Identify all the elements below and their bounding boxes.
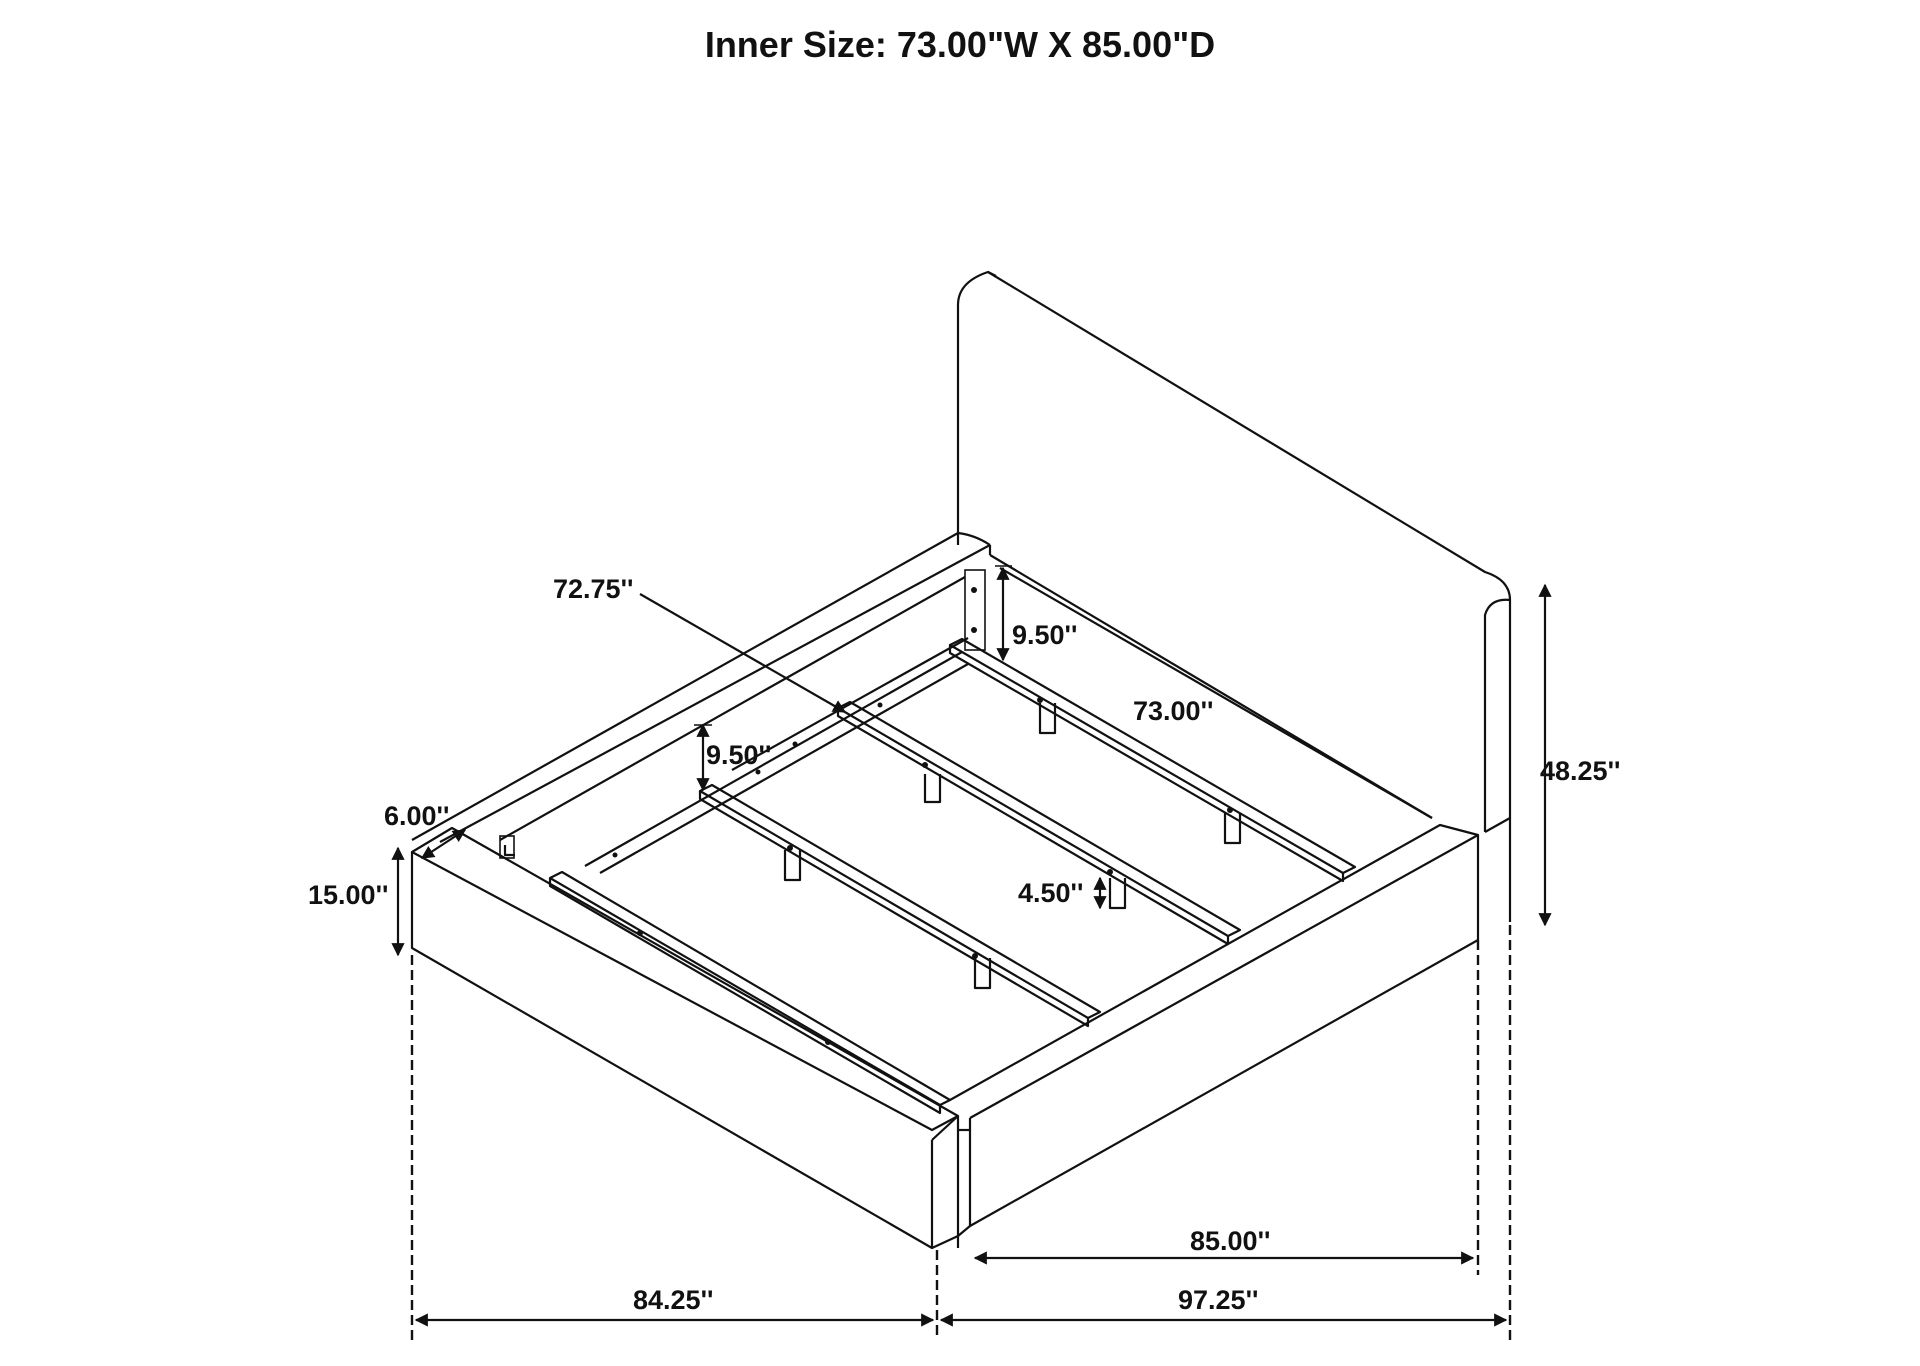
support-legs [499, 703, 1242, 990]
label-overall-width: 84.25'' [633, 1285, 713, 1315]
left-side-rail [411, 531, 1433, 843]
dimension-lines [391, 565, 1552, 1340]
label-rail-height: 15.00'' [308, 880, 388, 910]
headboard [956, 270, 1512, 922]
center-rail [584, 637, 969, 874]
label-rail-height-lower: 9.50'' [706, 740, 771, 770]
corner-bracket [964, 569, 986, 651]
label-headboard-height: 48.25'' [1540, 756, 1620, 786]
label-rail-width: 6.00'' [384, 801, 449, 831]
diagram-title: Inner Size: 73.00"W X 85.00"D [704, 24, 1216, 65]
label-overall-length: 97.25'' [1178, 1285, 1258, 1315]
label-rail-height-upper: 9.50'' [1012, 620, 1077, 650]
front-rail [410, 826, 970, 1250]
label-leg-height: 4.50'' [1018, 878, 1083, 908]
label-slat-length: 72.75'' [553, 574, 633, 604]
slats [548, 637, 1357, 1115]
label-inner-length: 85.00'' [1190, 1226, 1270, 1256]
right-side-rail [949, 823, 1480, 1237]
label-slat-span: 73.00'' [1133, 696, 1213, 726]
